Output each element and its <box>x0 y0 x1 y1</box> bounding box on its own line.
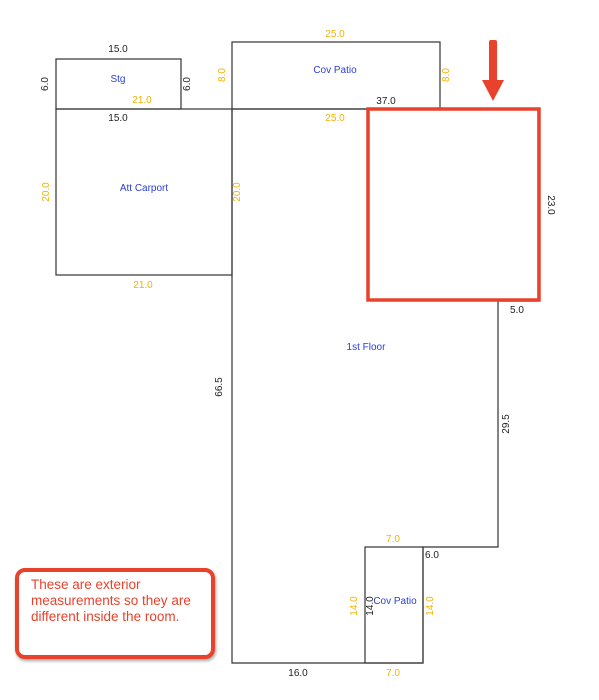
dim-carport-right: 20.0 <box>232 182 243 202</box>
callout-text: These are exterior measurements so they … <box>31 577 191 624</box>
dim-patio2-inner: 14.0 <box>365 596 376 616</box>
dim-carport-bottom: 21.0 <box>133 280 153 291</box>
dim-patio-bottom: 25.0 <box>325 113 345 124</box>
dim-floor-left: 66.5 <box>214 377 225 397</box>
dim-carport-left: 20.0 <box>41 182 52 202</box>
dim-floor-notch: 6.0 <box>425 550 439 561</box>
first-floor-outline <box>231 108 539 664</box>
dim-carport-top: 15.0 <box>108 113 128 124</box>
dim-floor-step: 5.0 <box>510 305 524 316</box>
dim-patio2-left: 14.0 <box>349 596 360 616</box>
dim-patio2-bottom: 7.0 <box>386 668 400 679</box>
dim-patio2-top: 7.0 <box>386 534 400 545</box>
dim-stg-left: 6.0 <box>40 77 51 91</box>
dim-patio2-right: 14.0 <box>425 596 436 616</box>
callout-note: These are exterior measurements so they … <box>15 568 215 659</box>
room-label-storage: Stg <box>110 74 125 85</box>
dim-stg-top: 15.0 <box>108 44 128 55</box>
dim-stg-right: 6.0 <box>182 77 193 91</box>
dim-patio-left: 8.0 <box>217 68 228 82</box>
dim-floor-top: 37.0 <box>376 96 396 107</box>
dim-patio-top: 25.0 <box>325 29 345 40</box>
highlight-box <box>366 107 541 302</box>
room-label-att-carport: Att Carport <box>120 183 169 194</box>
dim-stg-bottom: 21.0 <box>132 95 152 106</box>
room-label-cov-patio-top: Cov Patio <box>313 65 357 76</box>
down-arrow-icon <box>482 40 504 101</box>
patio-bottom-outline <box>364 546 424 664</box>
dim-patio-right: 8.0 <box>441 68 452 82</box>
room-label-first-floor: 1st Floor <box>347 342 387 353</box>
dim-floor-right-upper: 23.0 <box>545 195 556 215</box>
room-label-cov-patio-bottom: Cov Patio <box>373 596 417 607</box>
dim-floor-bottom: 16.0 <box>288 668 308 679</box>
dim-floor-right-lower: 29.5 <box>501 414 512 434</box>
